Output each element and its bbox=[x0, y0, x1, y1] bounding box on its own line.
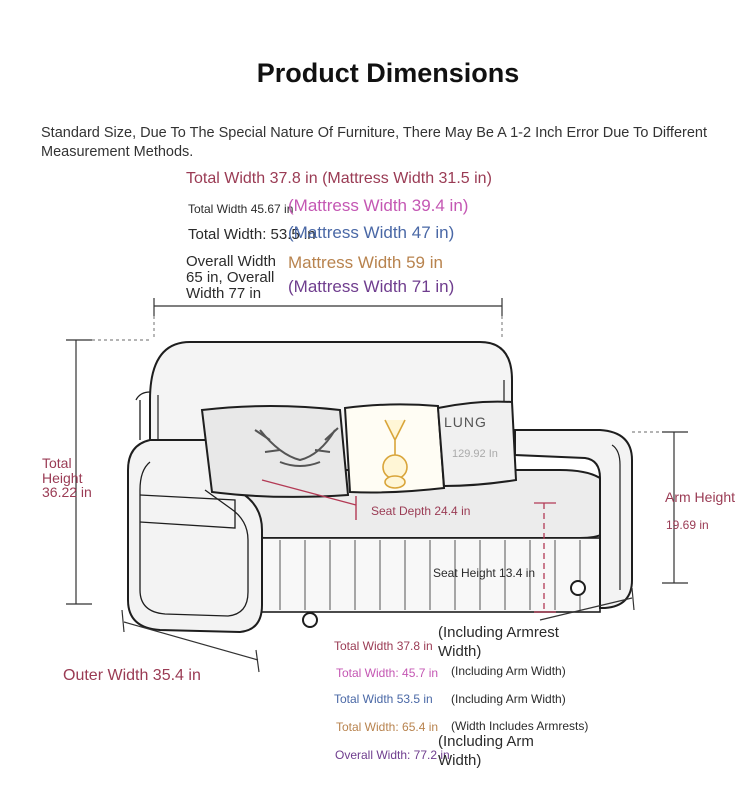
bottom-width-note-1: (Including Armrest Width) bbox=[438, 624, 559, 660]
mattress-width-label-2: (Mattress Width 39.4 in) bbox=[288, 196, 469, 215]
measurement-note-line2: Measurement Methods. bbox=[41, 144, 194, 160]
total-height-label: Total Height 36.22 in bbox=[42, 455, 92, 500]
bottom-width-note-3: (Including Arm Width) bbox=[451, 692, 566, 706]
bottom-width-label-4: Total Width: 65.4 in bbox=[336, 720, 439, 734]
seat-height-line bbox=[534, 502, 556, 613]
sofa-left-arm-inner bbox=[139, 461, 249, 617]
seat-depth-label: Seat Depth 24.4 in bbox=[371, 504, 471, 518]
bottom-width-label-2: Total Width: 45.7 in bbox=[336, 666, 439, 680]
bottom-width-label-3: Total Width 53.5 in bbox=[334, 692, 433, 706]
pillow-right bbox=[436, 400, 518, 488]
sofa-wheel-right bbox=[570, 580, 586, 596]
total-width-label-1: Total Width 37.8 in (Mattress Width 31.5… bbox=[186, 170, 492, 187]
bottom-width-note-4: (Width Includes Armrests) bbox=[451, 719, 589, 733]
pillow-size-text: 129.92 In bbox=[452, 448, 498, 460]
measurement-note-line1: Standard Size, Due To The Special Nature… bbox=[41, 125, 708, 141]
sofa-wheel-left bbox=[302, 612, 318, 628]
overall-width-label-4: Overall Width 65 in, Overall Width 77 in bbox=[186, 253, 277, 302]
mattress-width-label-5: (Mattress Width 71 in) bbox=[288, 277, 455, 296]
bottom-width-label-5: Overall Width: 77.2 in bbox=[335, 748, 450, 762]
sofa-pleats bbox=[279, 540, 581, 610]
deer-doodle bbox=[382, 419, 408, 489]
bottom-width-note-5: (Including Arm Width) bbox=[438, 733, 534, 769]
total-width-label-2: Total Width 45.67 in bbox=[188, 202, 294, 216]
page-title: Product Dimensions bbox=[256, 58, 520, 88]
bottom-width-label-1: Total Width 37.8 in bbox=[334, 639, 433, 653]
outer-width-label: Outer Width 35.4 in bbox=[63, 667, 201, 684]
pillow-brand-text: LUNG bbox=[444, 414, 487, 430]
total-width-label-3: Total Width: 53.5 in bbox=[188, 226, 316, 243]
seat-height-label: Seat Height 13.4 in bbox=[433, 566, 536, 580]
seat-depth-line bbox=[261, 479, 357, 520]
dimension-lines bbox=[66, 298, 688, 673]
arm-height-value: 19.69 in bbox=[666, 518, 709, 532]
mattress-width-label-3: (Mattress Width 47 in) bbox=[288, 223, 455, 242]
antler-doodle bbox=[254, 427, 339, 467]
arm-height-label: Arm Height bbox=[665, 489, 736, 505]
sofa-skirt bbox=[254, 537, 601, 613]
sofa-right-arm bbox=[514, 429, 633, 609]
bottom-width-note-2: (Including Arm Width) bbox=[451, 664, 566, 678]
mattress-width-label-4: Mattress Width 59 in bbox=[288, 253, 443, 272]
